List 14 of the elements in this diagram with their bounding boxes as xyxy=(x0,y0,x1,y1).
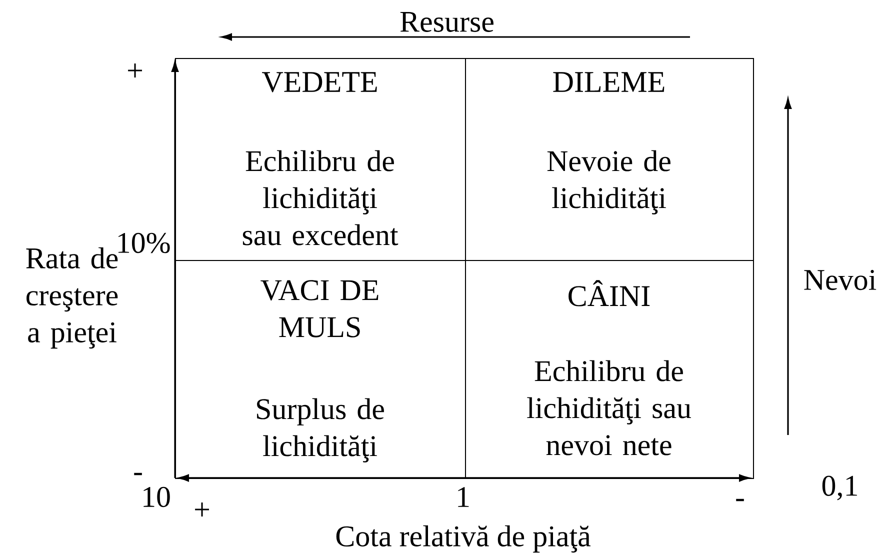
quadrant-cell: VEDETE Echilibru de lichidităţi sau excedent xyxy=(175,58,466,261)
axis-label: + xyxy=(128,64,142,78)
axis-label: - xyxy=(134,472,142,476)
axis-label: Nevoi xyxy=(804,270,876,290)
axis-label: Rata de creştere a pieţei xyxy=(26,247,118,349)
quadrant-cell: VACI DE MULS Surplus de lichidităţi xyxy=(175,260,466,479)
quadrant-cell: DILEME Nevoie de lichidităţi xyxy=(465,58,754,261)
quadrant-cell: CÂINI Echilibru de lichidităţi sau nevoi nete xyxy=(465,260,754,479)
axis-label: 0,1 xyxy=(822,476,857,500)
axis-label: 10% xyxy=(118,232,170,254)
axis-label: Cota relativă de piaţă xyxy=(336,525,590,553)
axis-label: 10 xyxy=(144,486,170,508)
axis-label: 1 xyxy=(458,487,469,507)
axis-label: Resurse xyxy=(400,12,494,32)
